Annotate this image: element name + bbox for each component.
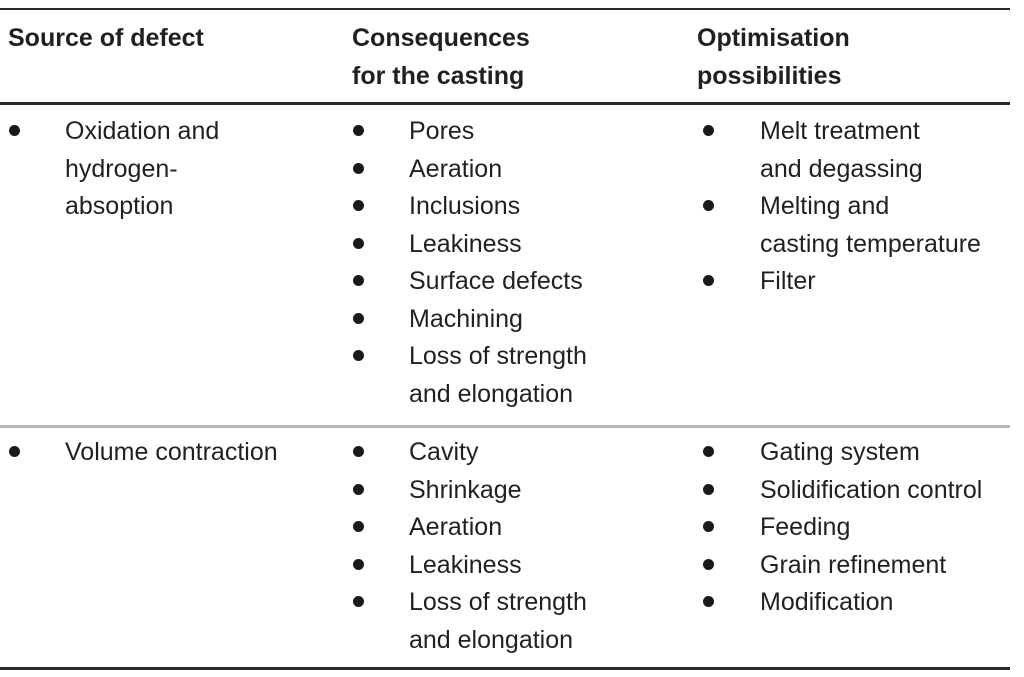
list-item: Leakiness — [353, 226, 587, 264]
row1-source-list: Oxidation and hydrogen- absoption — [9, 113, 219, 226]
bullet-icon — [353, 200, 364, 211]
list-item-text: Aeration — [409, 154, 503, 183]
bullet-icon — [353, 558, 364, 570]
header-source-of-defect: Source of defect — [8, 24, 204, 52]
list-item: Melt treatment and degassing — [703, 113, 981, 188]
header-optimisation: Optimisation possibilities — [697, 24, 850, 90]
list-item: Surface defects — [353, 263, 587, 301]
list-item-text: Gating system — [760, 438, 920, 466]
list-item: Oxidation and hydrogen- absoption — [9, 113, 219, 226]
bullet-icon — [703, 446, 714, 457]
list-item-text: Cavity — [409, 438, 479, 466]
list-item: Melting and casting temperature — [703, 188, 981, 263]
list-item: Cavity — [353, 434, 587, 472]
row-divider — [0, 425, 1010, 428]
header-divider — [0, 102, 1010, 105]
row2-source-list: Volume contraction — [9, 434, 278, 472]
list-item: Grain refinement — [703, 547, 982, 585]
list-item-text: Leakiness — [409, 229, 522, 258]
list-item: Loss of strength and elongation — [353, 584, 587, 659]
bullet-icon — [353, 350, 364, 361]
bullet-icon — [9, 446, 20, 457]
list-item-text: Shrinkage — [409, 475, 522, 504]
list-item-text: Feeding — [760, 513, 851, 541]
list-item-text: Melting and casting temperature — [760, 192, 981, 258]
list-item-text: Inclusions — [409, 192, 521, 220]
list-item: Inclusions — [353, 188, 587, 226]
list-item: Loss of strength and elongation — [353, 338, 587, 413]
list-item: Leakiness — [353, 547, 587, 585]
list-item-text: Volume contraction — [65, 438, 278, 466]
list-item: Modification — [703, 584, 982, 622]
list-item-text: Loss of strength and elongation — [409, 588, 587, 654]
bullet-icon — [703, 521, 714, 532]
list-item-text: Oxidation and hydrogen- absoption — [65, 117, 220, 220]
bullet-icon — [353, 312, 364, 324]
bullet-icon — [353, 125, 364, 136]
bullet-icon — [703, 200, 714, 211]
bullet-icon — [703, 275, 714, 286]
list-item: Solidification control — [703, 472, 982, 510]
bullet-icon — [353, 237, 364, 249]
table-bottom-rule — [0, 667, 1010, 670]
list-item-text: Aeration — [409, 513, 503, 541]
bullet-icon — [703, 596, 714, 607]
list-item: Gating system — [703, 434, 982, 472]
list-item: Pores — [353, 113, 587, 151]
bullet-icon — [703, 558, 714, 570]
list-item-text: Pores — [409, 117, 475, 145]
list-item: Filter — [703, 263, 981, 301]
list-item-text: Modification — [760, 588, 894, 616]
list-item-text: Loss of strength and elongation — [409, 342, 587, 408]
list-item: Aeration — [353, 151, 587, 189]
list-item: Shrinkage — [353, 472, 587, 510]
bullet-icon — [703, 125, 714, 136]
bullet-icon — [353, 446, 364, 457]
list-item: Machining — [353, 301, 587, 339]
bullet-icon — [353, 275, 364, 286]
bullet-icon — [353, 162, 364, 174]
list-item-text: Surface defects — [409, 267, 583, 295]
bullet-icon — [353, 483, 364, 495]
list-item-text: Solidification control — [760, 475, 983, 504]
list-item-text: Leakiness — [409, 550, 522, 579]
list-item-text: Filter — [760, 267, 816, 295]
table-top-rule — [0, 8, 1010, 10]
header-consequences: Consequences for the casting — [352, 24, 530, 90]
bullet-icon — [353, 521, 364, 532]
list-item-text: Machining — [409, 304, 523, 333]
bullet-icon — [353, 596, 364, 607]
list-item: Aeration — [353, 509, 587, 547]
bullet-icon — [9, 125, 20, 136]
list-item: Volume contraction — [9, 434, 278, 472]
list-item-text: Grain refinement — [760, 550, 947, 579]
bullet-icon — [703, 483, 714, 495]
list-item-text: Melt treatment and degassing — [760, 117, 923, 183]
list-item: Feeding — [703, 509, 982, 547]
